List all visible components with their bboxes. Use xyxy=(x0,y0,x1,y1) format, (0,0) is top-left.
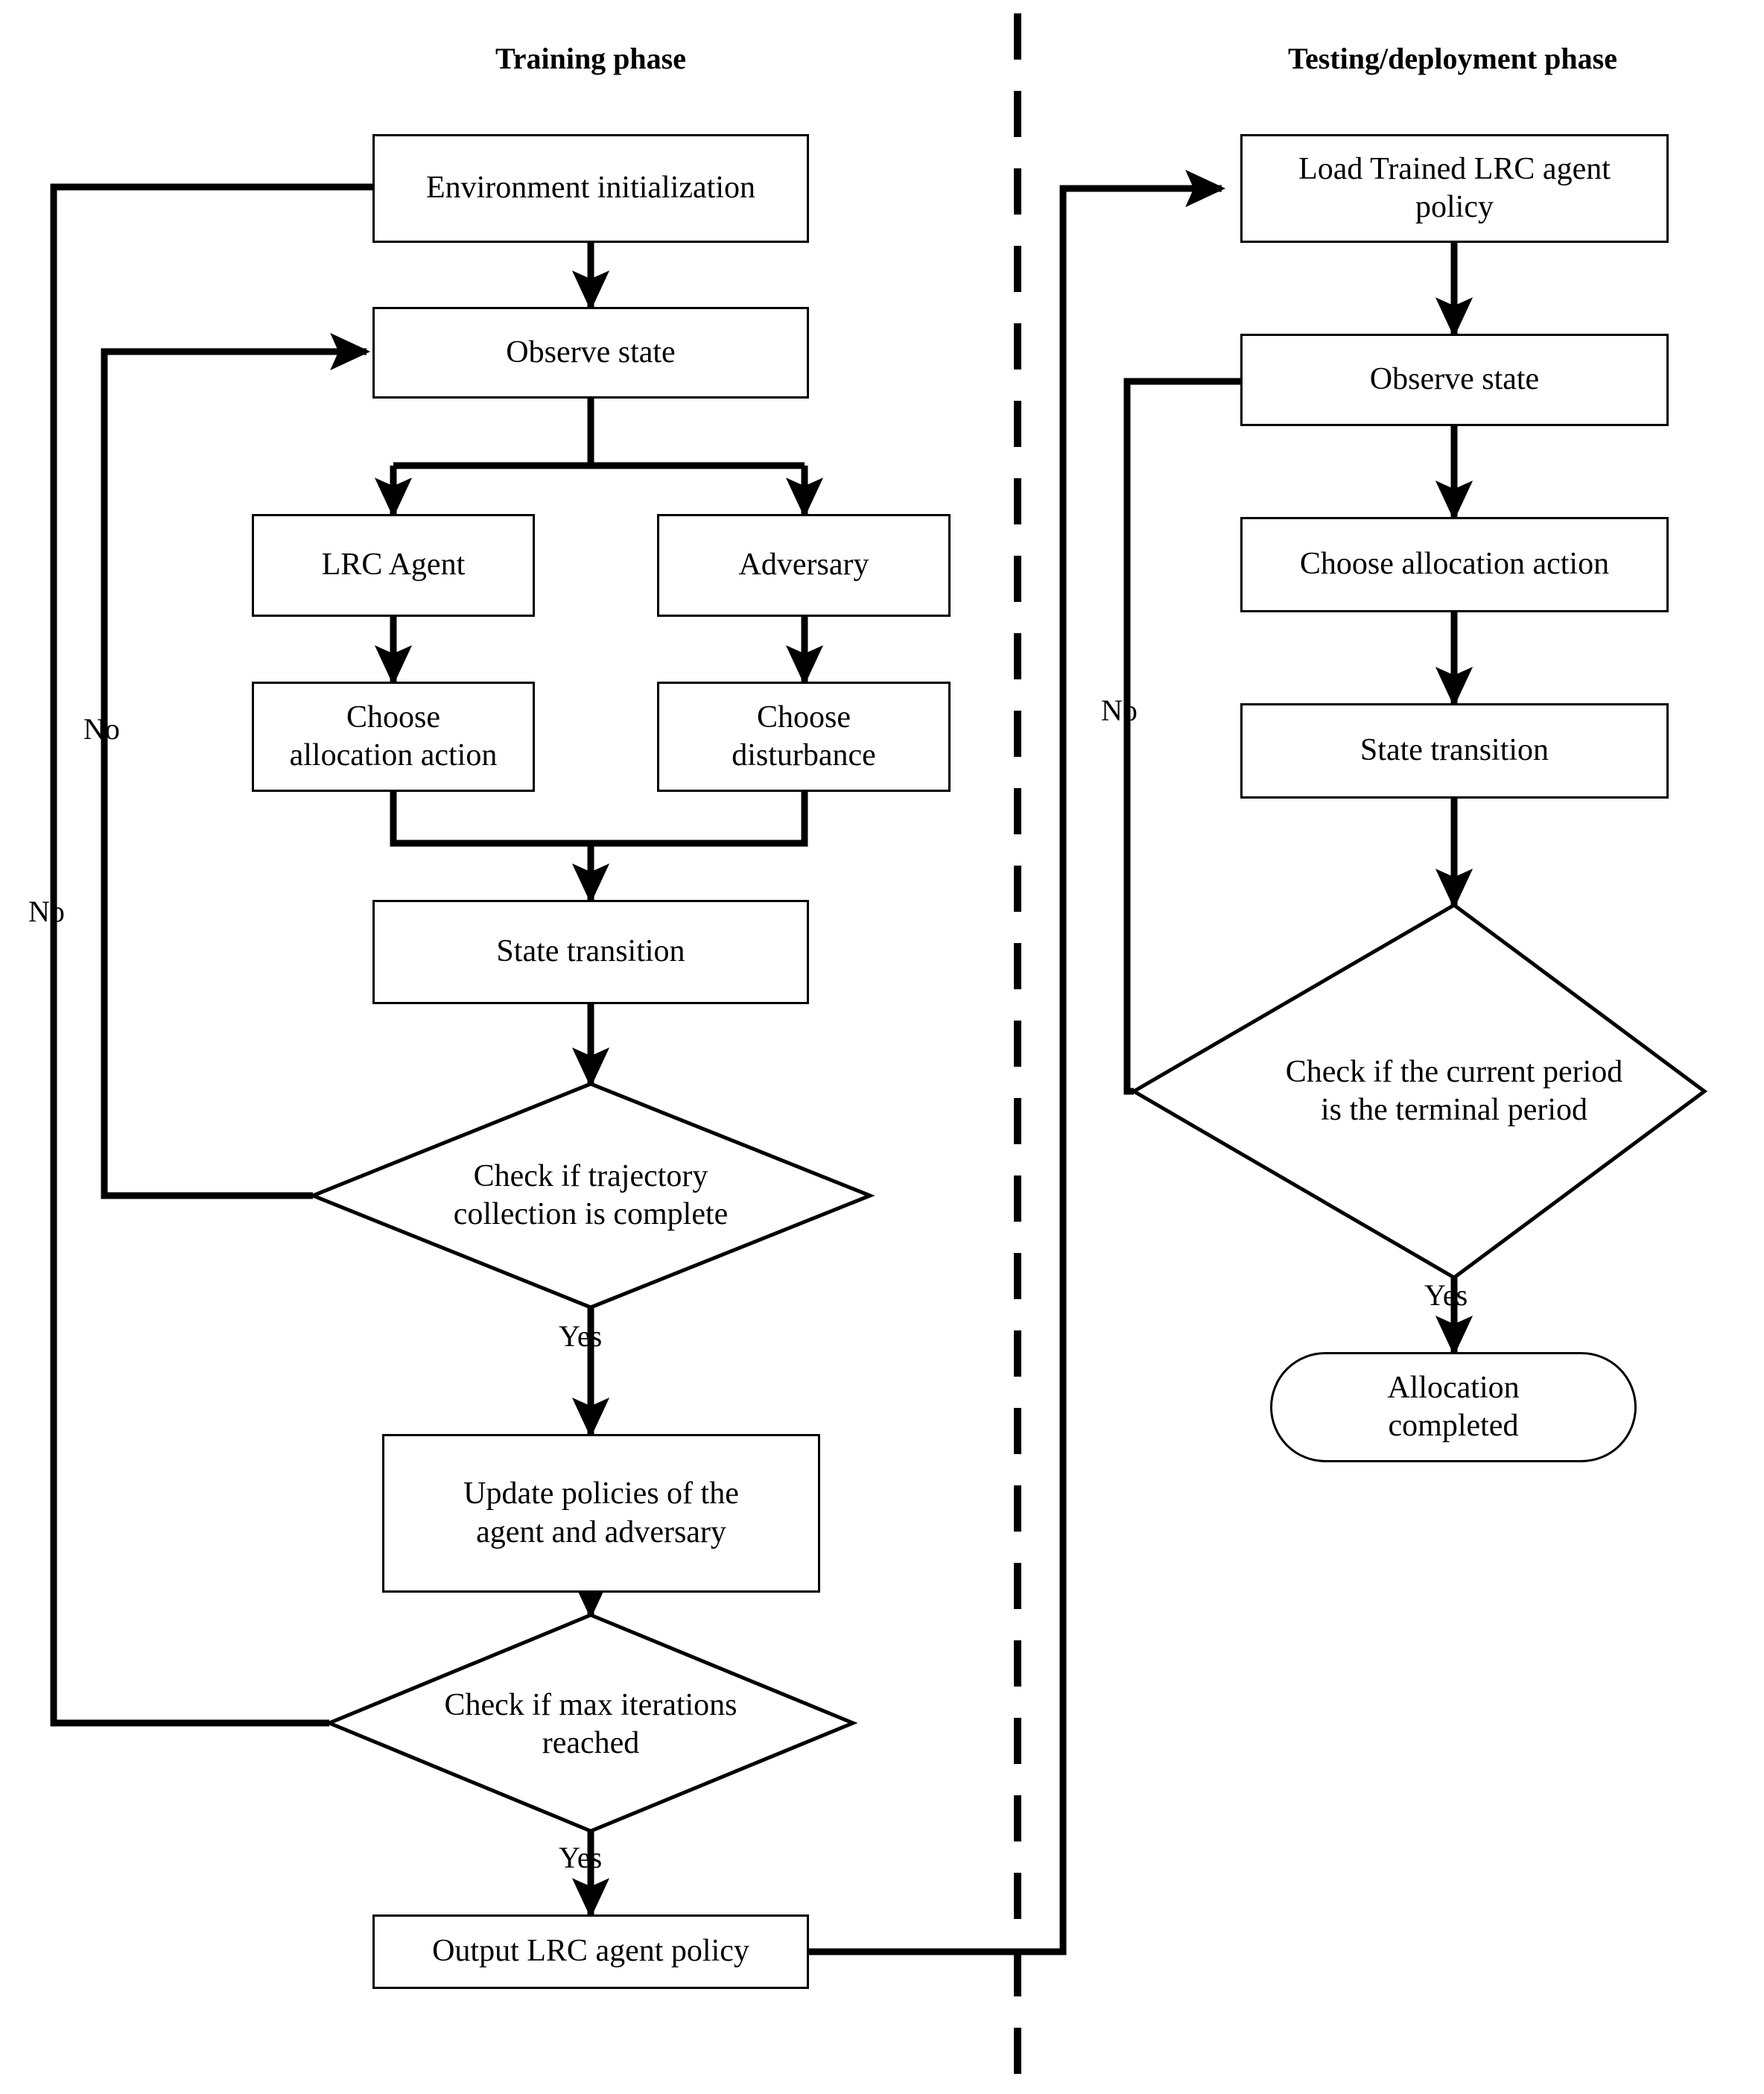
edge-trajectory-no-loop xyxy=(101,332,371,1199)
node-environment-initialization-label: Environment initialization xyxy=(425,171,756,206)
training-phase-title: Training phase xyxy=(495,42,686,75)
node-adversary[interactable]: Adversary xyxy=(657,514,951,617)
node-training-state-transition[interactable]: State transition xyxy=(372,900,809,1004)
edge-label-terminal-yes: Yes xyxy=(1424,1278,1468,1312)
node-testing-observe-state-label: Observe state xyxy=(1369,362,1540,397)
node-environment-initialization[interactable]: Environment initialization xyxy=(372,134,809,243)
node-training-state-transition-label: State transition xyxy=(496,934,685,969)
node-testing-choose-allocation-action-label: Choose allocation action xyxy=(1299,547,1610,582)
node-testing-state-transition-label: State transition xyxy=(1360,733,1549,768)
node-testing-observe-state[interactable]: Observe state xyxy=(1240,334,1669,426)
node-training-observe-state-label: Observe state xyxy=(506,334,676,369)
edge-observe-split xyxy=(393,399,805,469)
decision-check-terminal-period xyxy=(1130,903,1708,1280)
edge-label-terminal-no: No xyxy=(1101,694,1138,727)
edge-label-trajectory-yes: Yes xyxy=(559,1319,603,1353)
node-testing-choose-allocation-action[interactable]: Choose allocation action xyxy=(1240,517,1669,612)
decision-check-max-iterations xyxy=(324,1613,858,1833)
edge-label-max-iterations-yes: Yes xyxy=(559,1841,603,1874)
node-lrc-agent-label: LRC Agent xyxy=(321,548,466,583)
edge-label-max-iterations-no: No xyxy=(28,895,65,928)
node-adversary-label: Adversary xyxy=(738,548,869,583)
node-testing-state-transition[interactable]: State transition xyxy=(1240,703,1669,799)
node-training-observe-state[interactable]: Observe state xyxy=(372,307,809,399)
node-output-lrc-agent-policy-label: Output LRC agent policy xyxy=(432,1934,749,1969)
edge-label-trajectory-no: No xyxy=(83,712,120,746)
decision-check-trajectory xyxy=(308,1082,875,1310)
node-lrc-agent[interactable]: LRC Agent xyxy=(252,514,535,617)
edge-maxiter-no-loop xyxy=(50,183,372,1727)
node-output-lrc-agent-policy[interactable]: Output LRC agent policy xyxy=(372,1914,809,1989)
edge-output-to-load-policy xyxy=(808,169,1226,1955)
testing-phase-title: Testing/deployment phase xyxy=(1288,42,1617,75)
edge-merge-to-state-transition xyxy=(390,792,808,847)
